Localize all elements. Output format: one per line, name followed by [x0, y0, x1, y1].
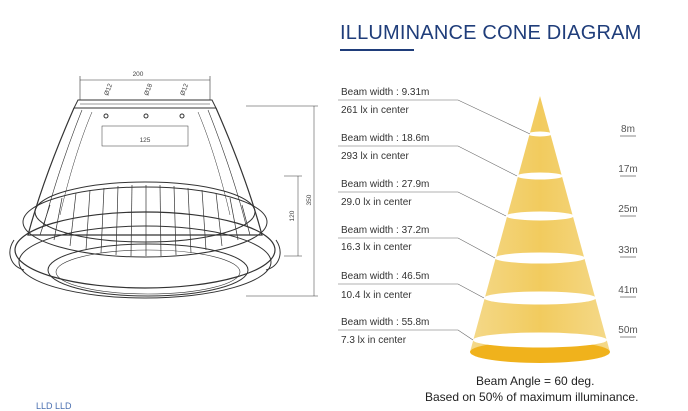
- distance-label-50m: 50m: [618, 325, 638, 336]
- cone-ring-50m: [473, 332, 607, 348]
- beam-angle-note: Beam Angle = 60 deg.: [476, 374, 595, 388]
- page-title: ILLUMINANCE CONE DIAGRAM: [340, 22, 642, 44]
- distance-label-41m: 41m: [618, 285, 638, 296]
- illuminance-cone: [470, 96, 610, 363]
- beam-width-label-5: Beam width : 46.5m: [341, 271, 430, 282]
- beam-width-label-2: Beam width : 18.6m: [341, 133, 430, 144]
- cone-ring-41m: [484, 291, 596, 305]
- dim-side-inner-label: 120: [289, 210, 296, 221]
- lux-label-6: 7.3 lx in center: [341, 335, 407, 346]
- lamp-drawing: [9, 76, 318, 299]
- lux-label-2: 293 lx in center: [341, 151, 409, 162]
- distance-label-17m: 17m: [618, 164, 638, 175]
- dim-width-label: 200: [133, 71, 144, 78]
- dim-bolt-3-label: Ø12: [179, 82, 190, 96]
- dim-side-outer-label: 350: [306, 194, 313, 205]
- lux-label-1: 261 lx in center: [341, 105, 409, 116]
- lux-label-3: 29.0 lx in center: [341, 197, 412, 208]
- illuminance-basis-note: Based on 50% of maximum illuminance.: [425, 390, 639, 404]
- cone-ring-25m: [506, 211, 574, 221]
- distance-label-8m: 8m: [621, 124, 635, 135]
- corner-caption: LLD LLD: [36, 401, 72, 411]
- lux-label-4: 16.3 lx in center: [341, 242, 412, 253]
- distance-ticks: [620, 135, 636, 338]
- lux-label-5: 10.4 lx in center: [341, 290, 412, 301]
- dim-bolt-2-label: Ø18: [143, 82, 154, 96]
- cone-ring-33m: [495, 252, 585, 264]
- leader-lines: [338, 99, 531, 341]
- beam-width-label-4: Beam width : 37.2m: [341, 225, 430, 236]
- dim-bolt-1-label: Ø12: [103, 82, 114, 96]
- beam-width-label-3: Beam width : 27.9m: [341, 179, 430, 190]
- distance-label-33m: 33m: [618, 245, 638, 256]
- dim-inner-label: 125: [140, 137, 151, 144]
- cone-ring-17m: [517, 172, 563, 180]
- beam-width-label-1: Beam width : 9.31m: [341, 87, 430, 98]
- title-underline: [340, 49, 414, 51]
- cone-ring-8m: [528, 131, 552, 137]
- beam-width-label-6: Beam width : 55.8m: [341, 317, 430, 328]
- distance-label-25m: 25m: [618, 204, 638, 215]
